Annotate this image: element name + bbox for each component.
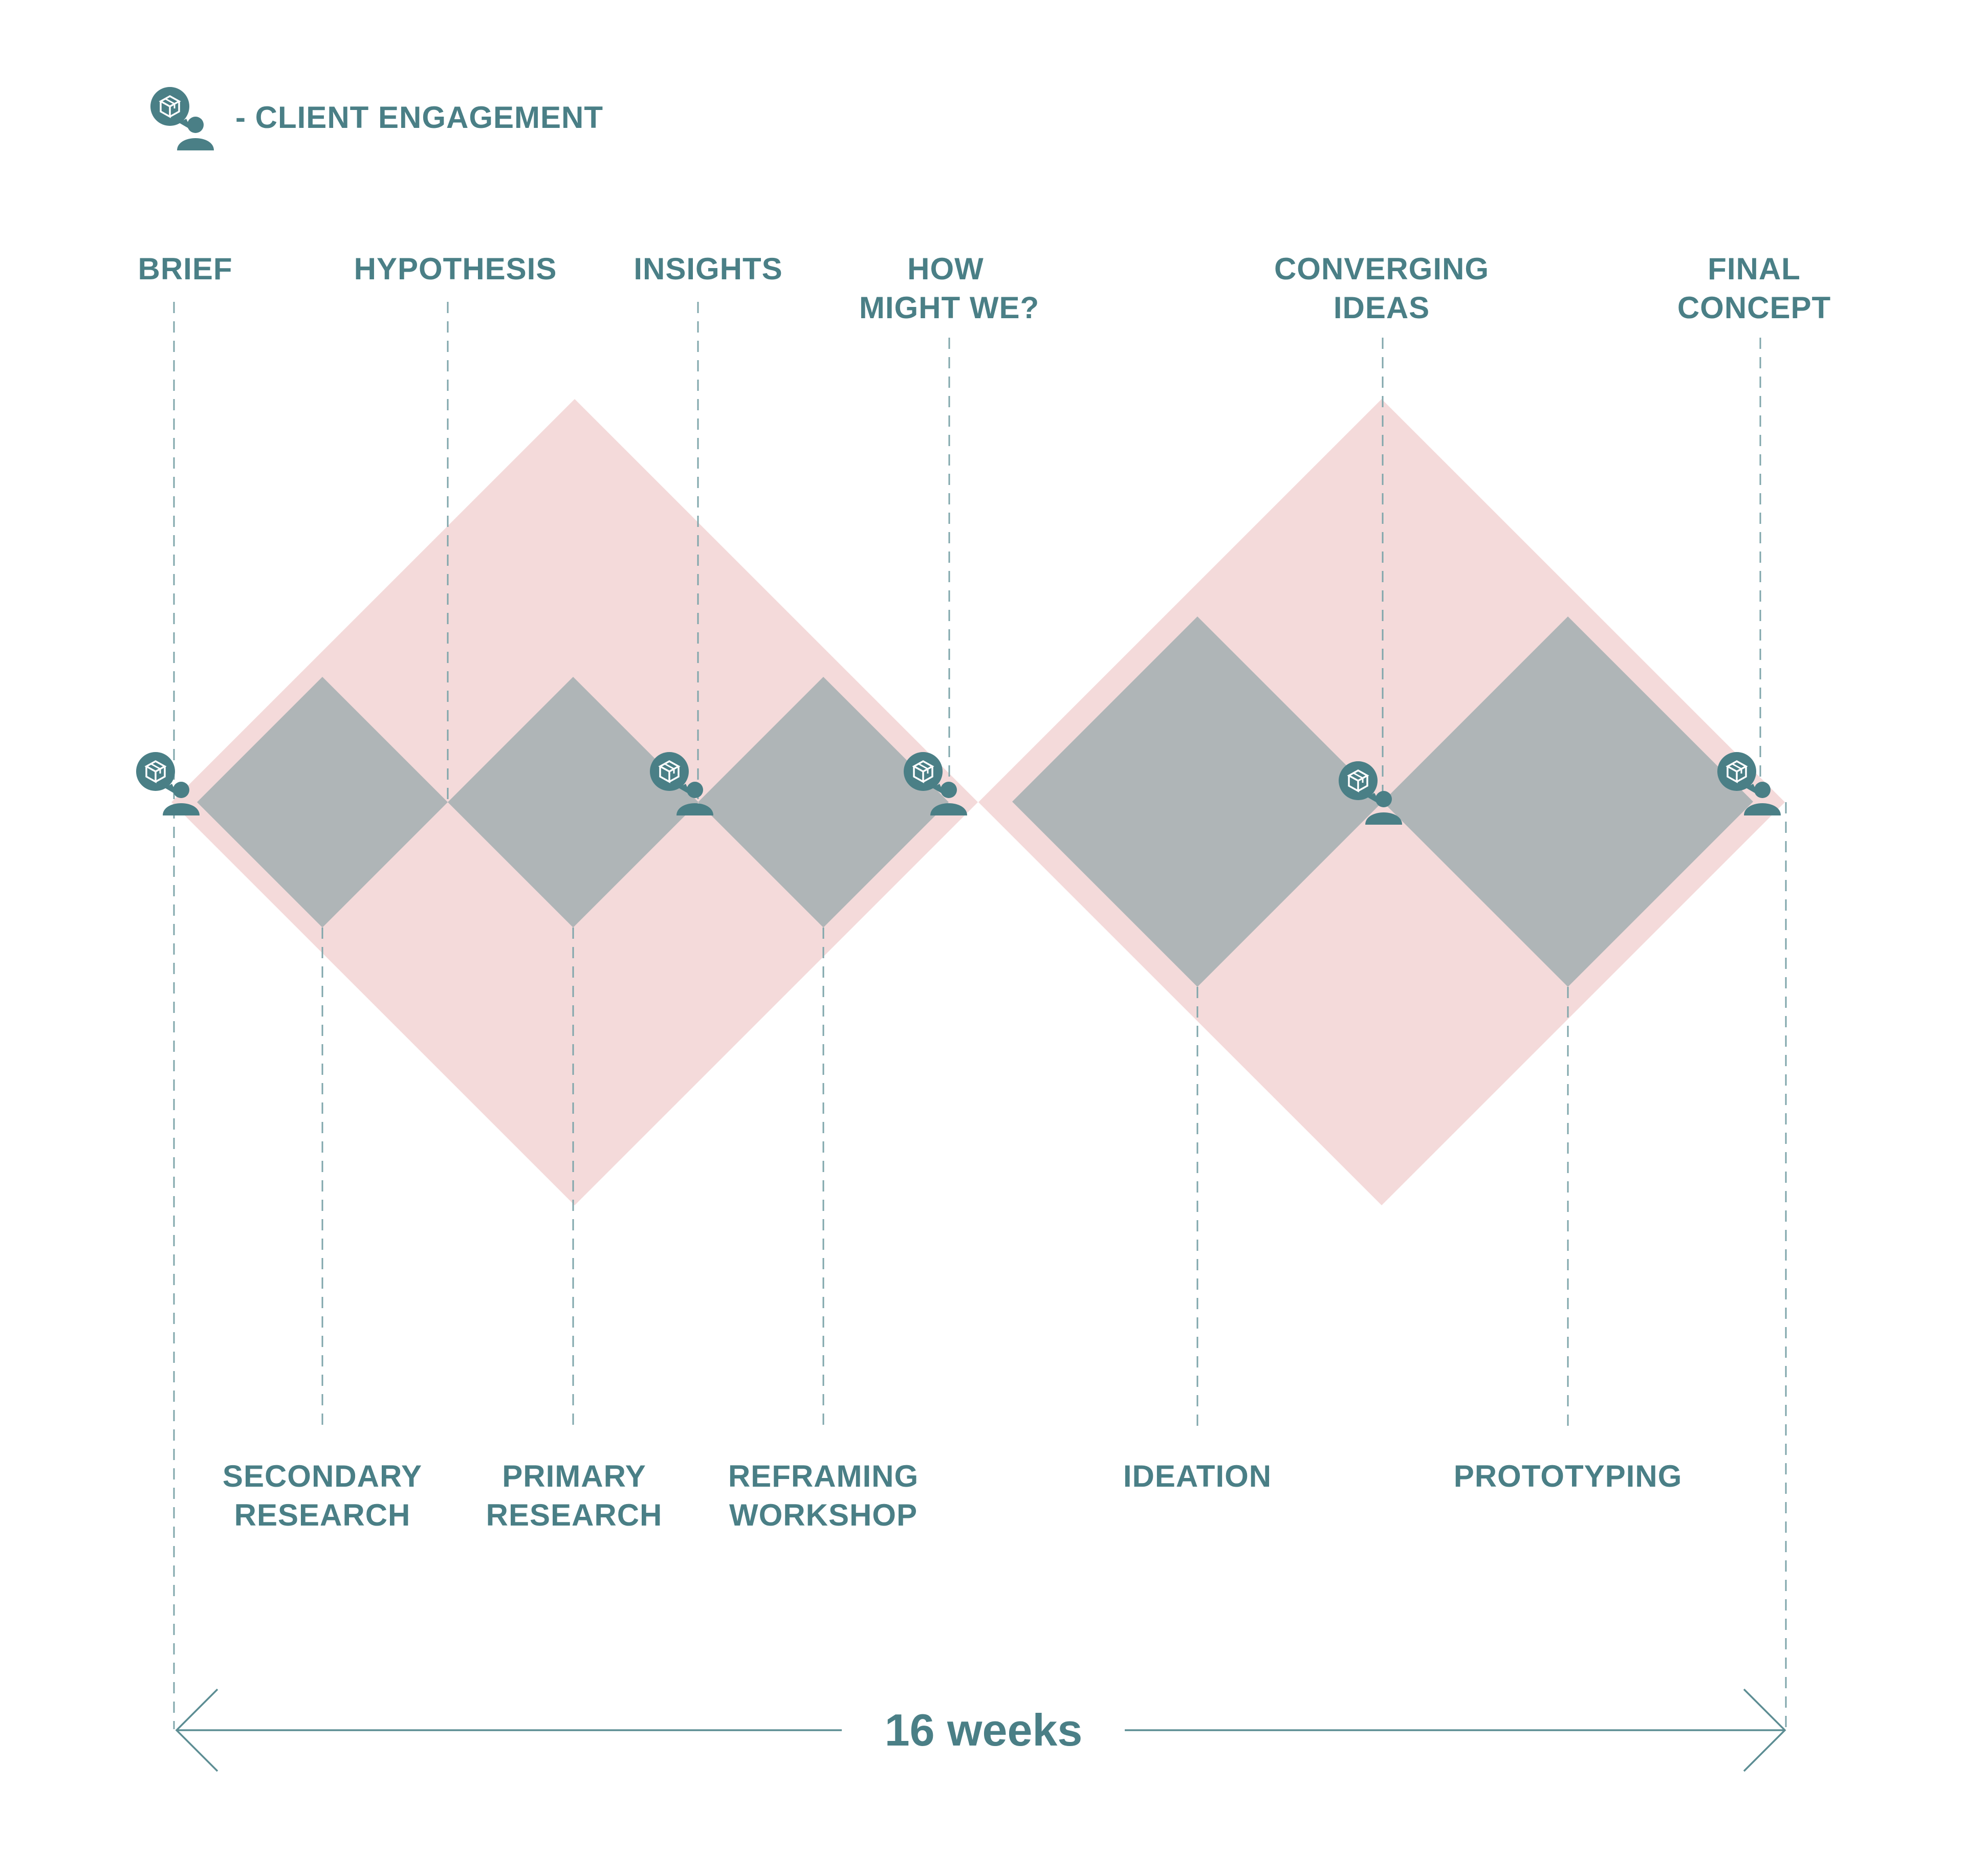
svg-text:BRIEF: BRIEF bbox=[138, 252, 233, 286]
svg-text:CONVERGING: CONVERGING bbox=[1274, 252, 1489, 286]
svg-text:SECONDARY: SECONDARY bbox=[223, 1459, 422, 1493]
client-engagement-icon bbox=[149, 86, 215, 151]
duration-label: 16 weeks bbox=[885, 1705, 1083, 1755]
svg-text:IDEATION: IDEATION bbox=[1123, 1459, 1272, 1493]
svg-text:CONCEPT: CONCEPT bbox=[1677, 291, 1831, 325]
inner-diamond-reframing-workshop bbox=[698, 677, 949, 928]
label-secondary-research: SECONDARY RESEARCH bbox=[223, 1459, 422, 1532]
svg-text:HYPOTHESIS: HYPOTHESIS bbox=[354, 252, 557, 286]
label-primary-research: PRIMARY RESEARCH bbox=[486, 1459, 663, 1532]
inner-diamond-prototyping bbox=[1383, 616, 1753, 987]
label-insights: INSIGHTS bbox=[634, 252, 782, 286]
label-ideation: IDEATION bbox=[1123, 1459, 1272, 1493]
svg-text:FINAL: FINAL bbox=[1708, 252, 1801, 286]
duration-arrow bbox=[175, 1688, 1786, 1772]
svg-text:REFRAMING: REFRAMING bbox=[728, 1459, 919, 1493]
svg-text:WORKSHOP: WORKSHOP bbox=[729, 1498, 918, 1532]
svg-text:RESEARCH: RESEARCH bbox=[234, 1498, 411, 1532]
label-brief: BRIEF bbox=[138, 252, 233, 286]
svg-text:PRIMARY: PRIMARY bbox=[502, 1459, 646, 1493]
svg-text:RESEARCH: RESEARCH bbox=[486, 1498, 663, 1532]
svg-text:IDEAS: IDEAS bbox=[1334, 291, 1430, 325]
inner-diamond-secondary-research bbox=[197, 677, 448, 928]
svg-text:MIGHT WE?: MIGHT WE? bbox=[859, 291, 1039, 325]
label-how-might-we: HOW MIGHT WE? bbox=[859, 252, 1039, 325]
legend-label: - CLIENT ENGAGEMENT bbox=[235, 100, 603, 135]
inner-diamond-primary-research bbox=[448, 677, 698, 928]
inner-diamond-ideation bbox=[1012, 616, 1383, 987]
label-reframing-workshop: REFRAMING WORKSHOP bbox=[728, 1459, 919, 1532]
label-prototyping: PROTOTYPING bbox=[1454, 1459, 1683, 1493]
svg-text:HOW: HOW bbox=[907, 252, 984, 286]
svg-text:PROTOTYPING: PROTOTYPING bbox=[1454, 1459, 1683, 1493]
label-converging-ideas: CONVERGING IDEAS bbox=[1274, 252, 1489, 325]
svg-text:INSIGHTS: INSIGHTS bbox=[634, 252, 782, 286]
label-hypothesis: HYPOTHESIS bbox=[354, 252, 557, 286]
label-final-concept: FINAL CONCEPT bbox=[1677, 252, 1831, 325]
